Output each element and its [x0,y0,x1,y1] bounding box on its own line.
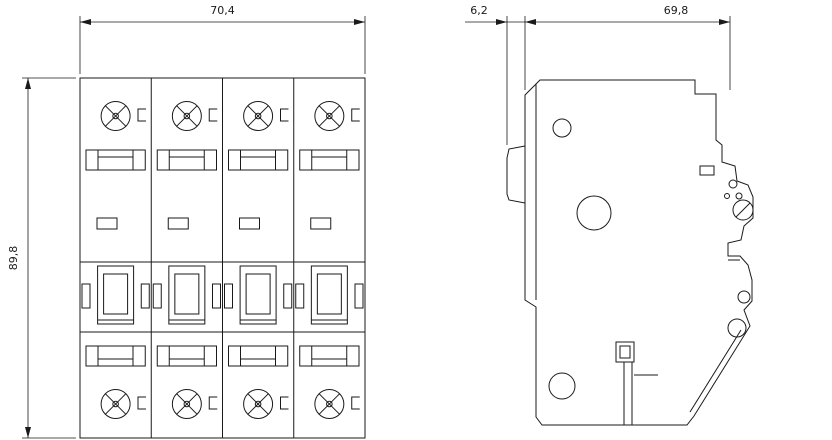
lower-wall-line [689,329,742,413]
arrowhead [25,78,31,89]
housing-hole-bottom [548,372,576,400]
rear-latch-window [699,165,715,176]
housing-hole-middle [576,195,612,231]
side-body-outline [524,79,754,426]
rear-detail-hole-2 [724,193,730,199]
front-height-label: 89,8 [7,246,20,271]
arrowhead [80,19,91,25]
bottom-terminal-inner [619,345,631,359]
pole-module-1 [80,78,149,438]
pole-module-4 [294,78,363,438]
pole-module-3 [223,78,292,438]
rear-detail-hole-1 [728,179,738,189]
arrowhead [719,19,730,25]
bottom-terminal-outer [615,341,635,363]
side-offset-label: 6,2 [470,4,488,17]
toggle-lever-profile [506,145,526,204]
pole-module-2 [151,78,220,438]
side-depth-label: 69,8 [664,4,689,17]
front-width-label: 70,4 [210,4,235,17]
arrowhead [354,19,365,25]
rear-detail-hole-3 [735,192,743,200]
din-clip-hole [737,290,751,304]
din-clip-pivot [727,318,747,338]
dimension-annotations: 70,4 89,8 6,2 69,8 [7,4,731,439]
terminal-screw-head [732,199,754,221]
housing-hole-top [552,118,572,138]
arrowhead [496,19,507,25]
front-view [79,77,366,439]
side-view [506,79,754,426]
screw-slot-line [735,202,751,218]
arrowhead [25,427,31,438]
